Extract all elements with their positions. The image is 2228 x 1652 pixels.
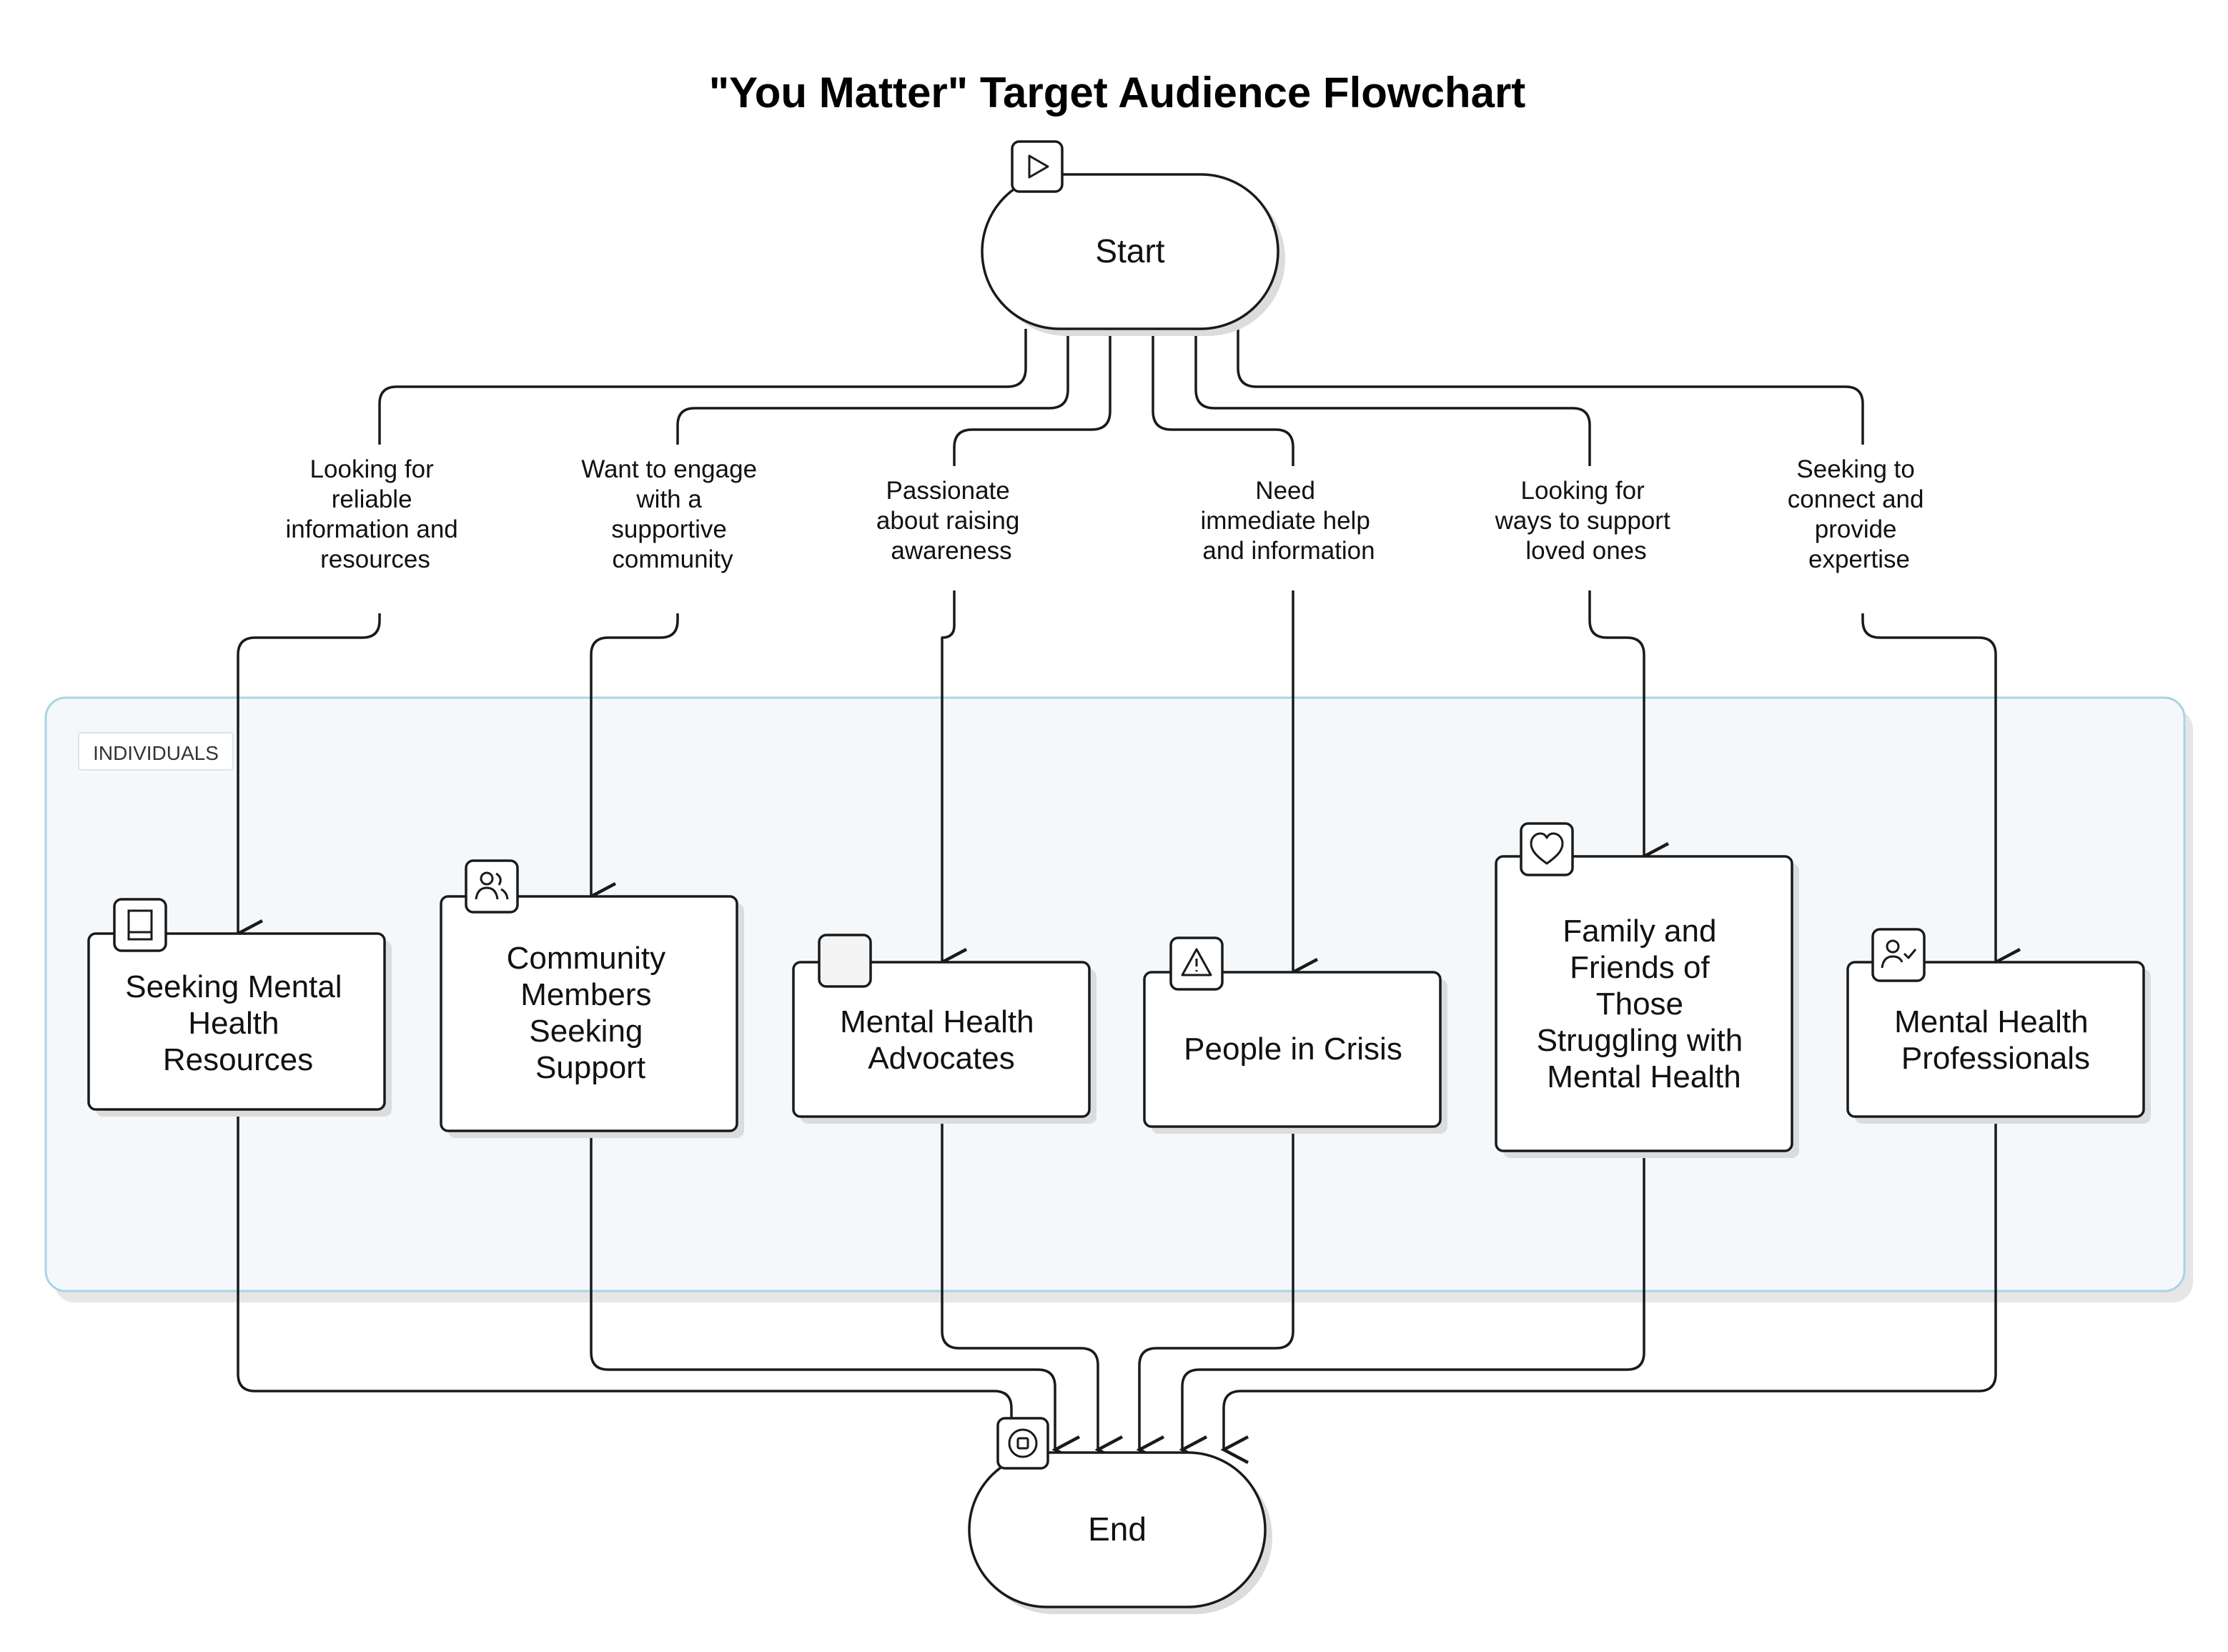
heart-icon <box>1520 822 1574 876</box>
start-label: Start <box>1095 232 1164 269</box>
users-icon <box>465 859 519 914</box>
edge-professionals-to-end <box>1224 1117 1997 1450</box>
node-resources-label: Seeking Mental Health Resources <box>125 969 351 1077</box>
node-community-label: Community Members Seeking Support <box>507 941 675 1085</box>
edge-start-to-community <box>676 329 1069 445</box>
end-node[interactable]: End <box>968 1417 1272 1614</box>
end-edges <box>237 1110 1997 1450</box>
edge-label-to-resources <box>238 613 381 934</box>
edge-label-crisis: Need immediate help and information <box>1200 477 1377 565</box>
edge-label-community: Want to engage with a supportive communi… <box>581 455 764 573</box>
node-family[interactable]: Family and Friends of Those Struggling w… <box>1495 822 1799 1158</box>
edge-label-professionals: Seeking to connect and provide expertise <box>1788 455 1931 573</box>
edge-start-to-family <box>1194 329 1591 466</box>
edge-label-to-professionals <box>1861 613 1996 962</box>
group-label: INDIVIDUALS <box>93 742 219 764</box>
user-check-icon <box>1871 928 1926 982</box>
node-crisis[interactable]: People in Crisis <box>1143 936 1447 1134</box>
start-node[interactable]: Start <box>981 140 1285 336</box>
group-label-box <box>78 732 234 771</box>
blank-icon <box>818 934 872 988</box>
start-edges <box>238 329 1996 972</box>
edge-label-to-family <box>1588 590 1644 856</box>
node-community[interactable]: Community Members Seeking Support <box>440 859 744 1138</box>
edge-label-advocates: Passionate about raising awareness <box>876 477 1026 565</box>
node-crisis-label: People in Crisis <box>1184 1032 1402 1067</box>
edge-start-to-professionals <box>1237 329 1864 445</box>
edge-resources-to-end <box>237 1110 1011 1450</box>
edge-advocates-to-end <box>941 1117 1098 1450</box>
edge-label-to-community <box>591 613 679 896</box>
alert-triangle-icon <box>1169 936 1224 991</box>
node-advocates[interactable]: Mental Health Advocates <box>792 934 1096 1124</box>
edge-label-family: Looking for ways to support loved ones <box>1495 477 1678 565</box>
edge-labels: Looking for reliable information and res… <box>286 455 1931 573</box>
edge-label-to-advocates <box>942 590 954 962</box>
node-professionals[interactable]: Mental Health Professionals <box>1846 928 2151 1124</box>
edge-family-to-end <box>1182 1152 1645 1450</box>
node-professionals-label: Mental Health Professionals <box>1894 1004 2097 1076</box>
edge-start-to-resources <box>378 329 1027 445</box>
end-label: End <box>1088 1510 1147 1548</box>
node-resources[interactable]: Seeking Mental Health Resources <box>87 898 392 1117</box>
stop-icon <box>996 1417 1049 1470</box>
node-family-label: Family and Friends of Those Struggling w… <box>1537 914 1752 1094</box>
edge-start-to-advocates <box>953 329 1111 466</box>
node-advocates-label: Mental Health Advocates <box>840 1004 1043 1076</box>
book-icon <box>113 898 167 952</box>
edge-label-resources: Looking for reliable information and res… <box>286 455 465 573</box>
chart-title: "You Matter" Target Audience Flowchart <box>709 69 1526 117</box>
edge-crisis-to-end <box>1139 1127 1294 1450</box>
edge-start-to-crisis <box>1152 329 1294 466</box>
play-icon <box>1011 140 1064 193</box>
edge-community-to-end <box>590 1131 1055 1450</box>
